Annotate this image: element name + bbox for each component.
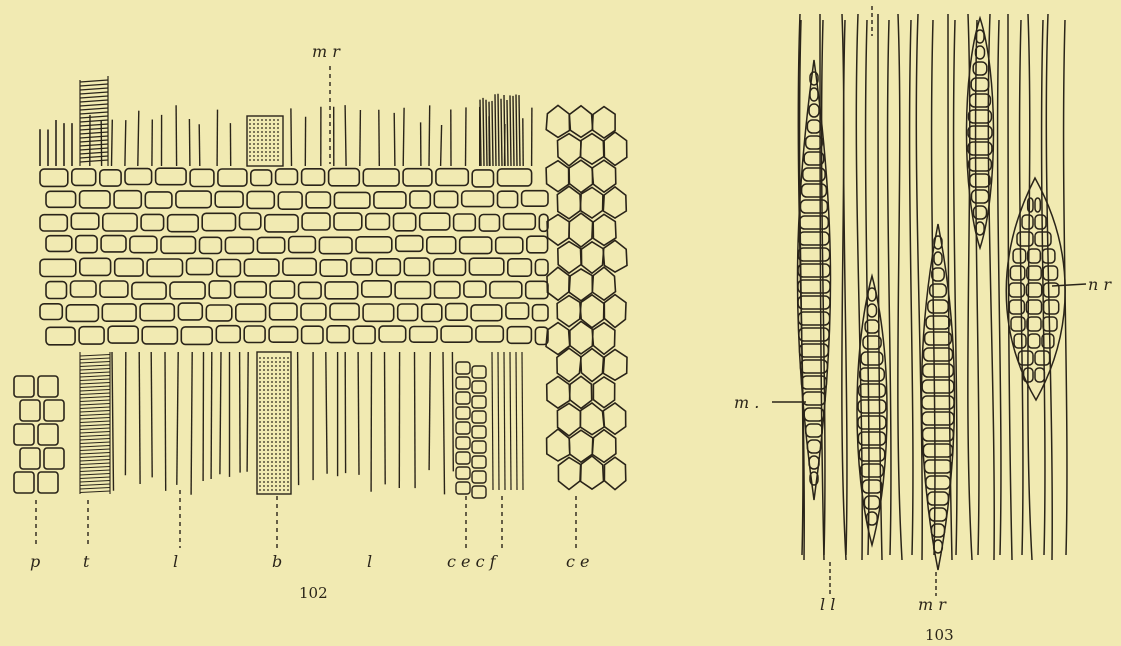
fig103-label-ll: l l (820, 595, 835, 614)
fig102-label-p: p (30, 552, 40, 571)
cambium-cells (456, 362, 486, 498)
fig102-label-cecf: c e c f (447, 552, 499, 571)
figure-102 (14, 66, 627, 548)
pith-cells (14, 376, 64, 493)
fig102-label-mr: m r (312, 42, 341, 61)
fig102-label-l-second: l (367, 552, 372, 571)
fig103-label-nr: n r (1088, 275, 1112, 294)
fig103-label-mr: m r (918, 595, 947, 614)
tracheid-lower (80, 352, 110, 494)
ray-cells-multiseriate (1006, 178, 1065, 400)
fig102-number: 102 (299, 584, 328, 602)
upper-fibres (90, 94, 532, 166)
cortex-cells (546, 105, 627, 489)
fig102-label-t: t (83, 552, 90, 571)
fig102-label-l: l (173, 552, 178, 571)
dotted-vessel-upper (249, 119, 279, 161)
fig103-number: 103 (925, 626, 954, 644)
figure-103 (772, 6, 1086, 596)
fig103-label-ni: m . (734, 393, 759, 412)
medullary-ray-cells (40, 168, 548, 345)
upper-left-stubs (40, 120, 72, 166)
fig102-label-ce: c e (566, 552, 590, 571)
dotted-vessel-lower (257, 352, 291, 494)
fig102-label-b: b (272, 552, 282, 571)
tracheid-upper (80, 76, 108, 166)
